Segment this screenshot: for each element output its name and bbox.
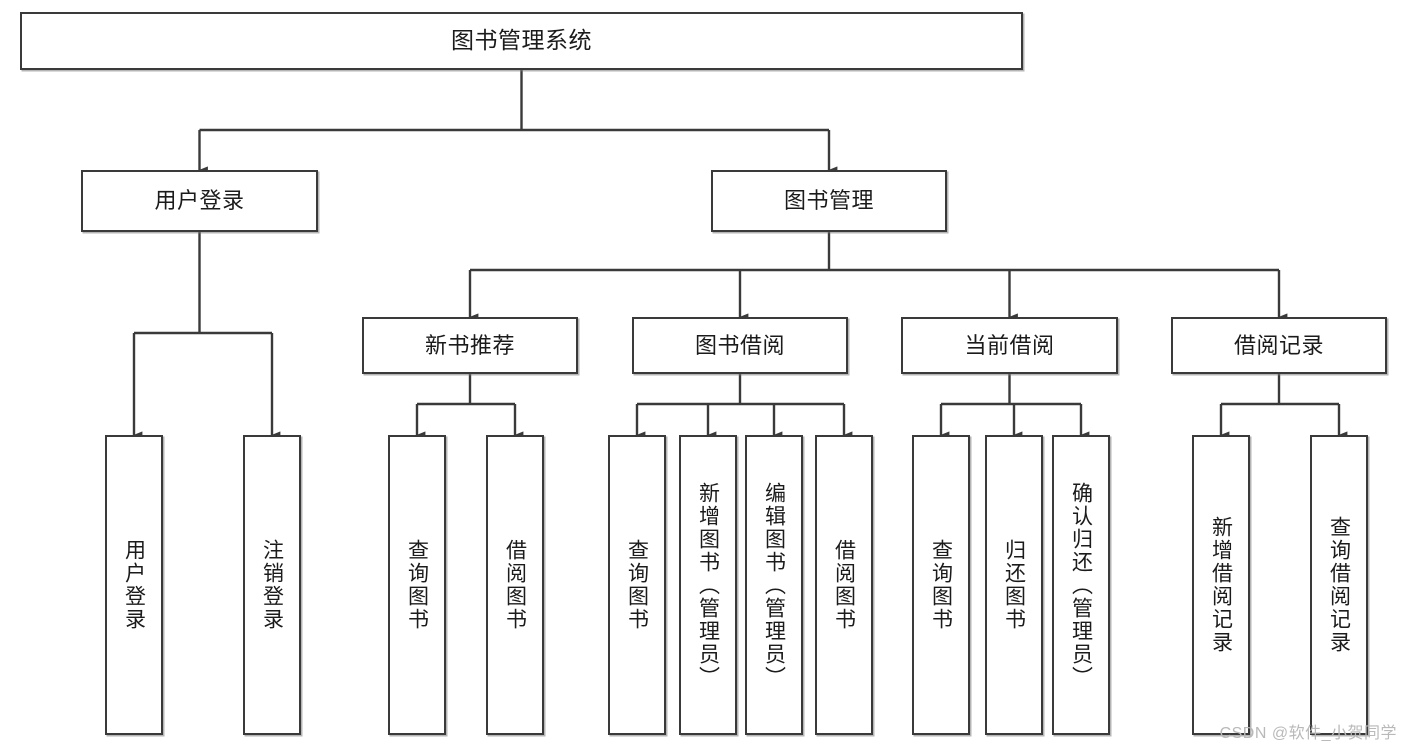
node-label: 查询图书 — [625, 539, 649, 631]
node-label: 当前借阅 — [964, 332, 1055, 358]
node-leaf-logout[interactable]: 注销登录 — [243, 435, 301, 735]
edge-layer — [132, 70, 1348, 439]
node-leaf-confirm-ret[interactable]: 确认归还（管理员） — [1052, 435, 1110, 735]
node-borrow-record[interactable]: 借阅记录 — [1171, 317, 1387, 374]
node-leaf-add-record[interactable]: 新增借阅记录 — [1192, 435, 1250, 735]
node-leaf-query-book-2[interactable]: 查询图书 — [608, 435, 666, 735]
node-label: 图书管理系统 — [451, 27, 592, 54]
node-leaf-add-book[interactable]: 新增图书（管理员） — [679, 435, 737, 735]
node-label: 新书推荐 — [424, 332, 515, 358]
node-label: 查询图书 — [405, 539, 429, 631]
node-label: 注销登录 — [260, 539, 284, 631]
node-label: 查询图书 — [929, 539, 953, 631]
node-label: 用户登录 — [122, 539, 146, 631]
node-leaf-borrow-book-2[interactable]: 借阅图书 — [815, 435, 873, 735]
node-leaf-query-book-1[interactable]: 查询图书 — [388, 435, 446, 735]
node-label: 用户登录 — [154, 188, 245, 214]
node-label: 图书借阅 — [694, 332, 785, 358]
node-root[interactable]: 图书管理系统 — [20, 12, 1023, 70]
node-new-book-rec[interactable]: 新书推荐 — [362, 317, 578, 374]
node-book-borrow[interactable]: 图书借阅 — [632, 317, 848, 374]
node-leaf-borrow-book-1[interactable]: 借阅图书 — [486, 435, 544, 735]
node-label: 借阅记录 — [1233, 332, 1324, 358]
node-label: 新增借阅记录 — [1209, 516, 1233, 654]
node-leaf-query-record[interactable]: 查询借阅记录 — [1310, 435, 1368, 735]
node-label: 新增图书（管理员） — [696, 481, 720, 689]
node-book-manage[interactable]: 图书管理 — [711, 170, 947, 232]
node-label: 确认归还（管理员） — [1069, 481, 1093, 689]
node-label: 借阅图书 — [832, 539, 856, 631]
node-user-login[interactable]: 用户登录 — [81, 170, 318, 232]
node-label: 编辑图书（管理员） — [762, 481, 786, 689]
node-label: 借阅图书 — [503, 539, 527, 631]
node-label: 图书管理 — [783, 188, 874, 214]
watermark-text: CSDN @软件_小贺同学 — [1219, 725, 1397, 742]
node-leaf-user-login[interactable]: 用户登录 — [105, 435, 163, 735]
node-current-borrow[interactable]: 当前借阅 — [901, 317, 1118, 374]
node-label: 归还图书 — [1002, 539, 1026, 631]
node-label: 查询借阅记录 — [1327, 516, 1351, 654]
node-leaf-query-book-3[interactable]: 查询图书 — [912, 435, 970, 735]
node-leaf-return-book[interactable]: 归还图书 — [985, 435, 1043, 735]
node-leaf-edit-book[interactable]: 编辑图书（管理员） — [745, 435, 803, 735]
